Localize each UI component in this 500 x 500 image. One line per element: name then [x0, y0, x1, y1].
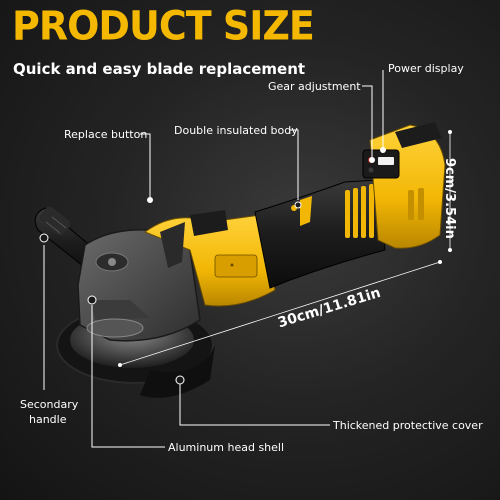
callout-lines — [43, 70, 451, 448]
label-replace-button: Replace button — [64, 128, 148, 141]
label-power-display: Power display — [388, 62, 464, 75]
label-aluminum-head-shell: Aluminum head shell — [168, 441, 285, 454]
label-secondary-handle-2: handle — [29, 413, 67, 426]
motor-housing — [143, 210, 276, 307]
insulated-body — [254, 179, 386, 289]
power-display — [362, 149, 400, 179]
label-secondary-handle-1: Secondary — [20, 398, 79, 411]
label-thickened-protective-cover: Thickened protective cover — [333, 419, 483, 432]
page-title: PRODUCT SIZE — [12, 2, 315, 50]
label-double-insulated-body: Double insulated body — [174, 124, 298, 137]
battery-mount — [369, 122, 446, 249]
label-gear-adjustment: Gear adjustment — [268, 80, 361, 93]
subtitle: Quick and easy blade replacement — [13, 60, 306, 78]
dimension-height: 9cm/3.54in — [442, 158, 457, 239]
callout-dots — [39, 130, 452, 385]
